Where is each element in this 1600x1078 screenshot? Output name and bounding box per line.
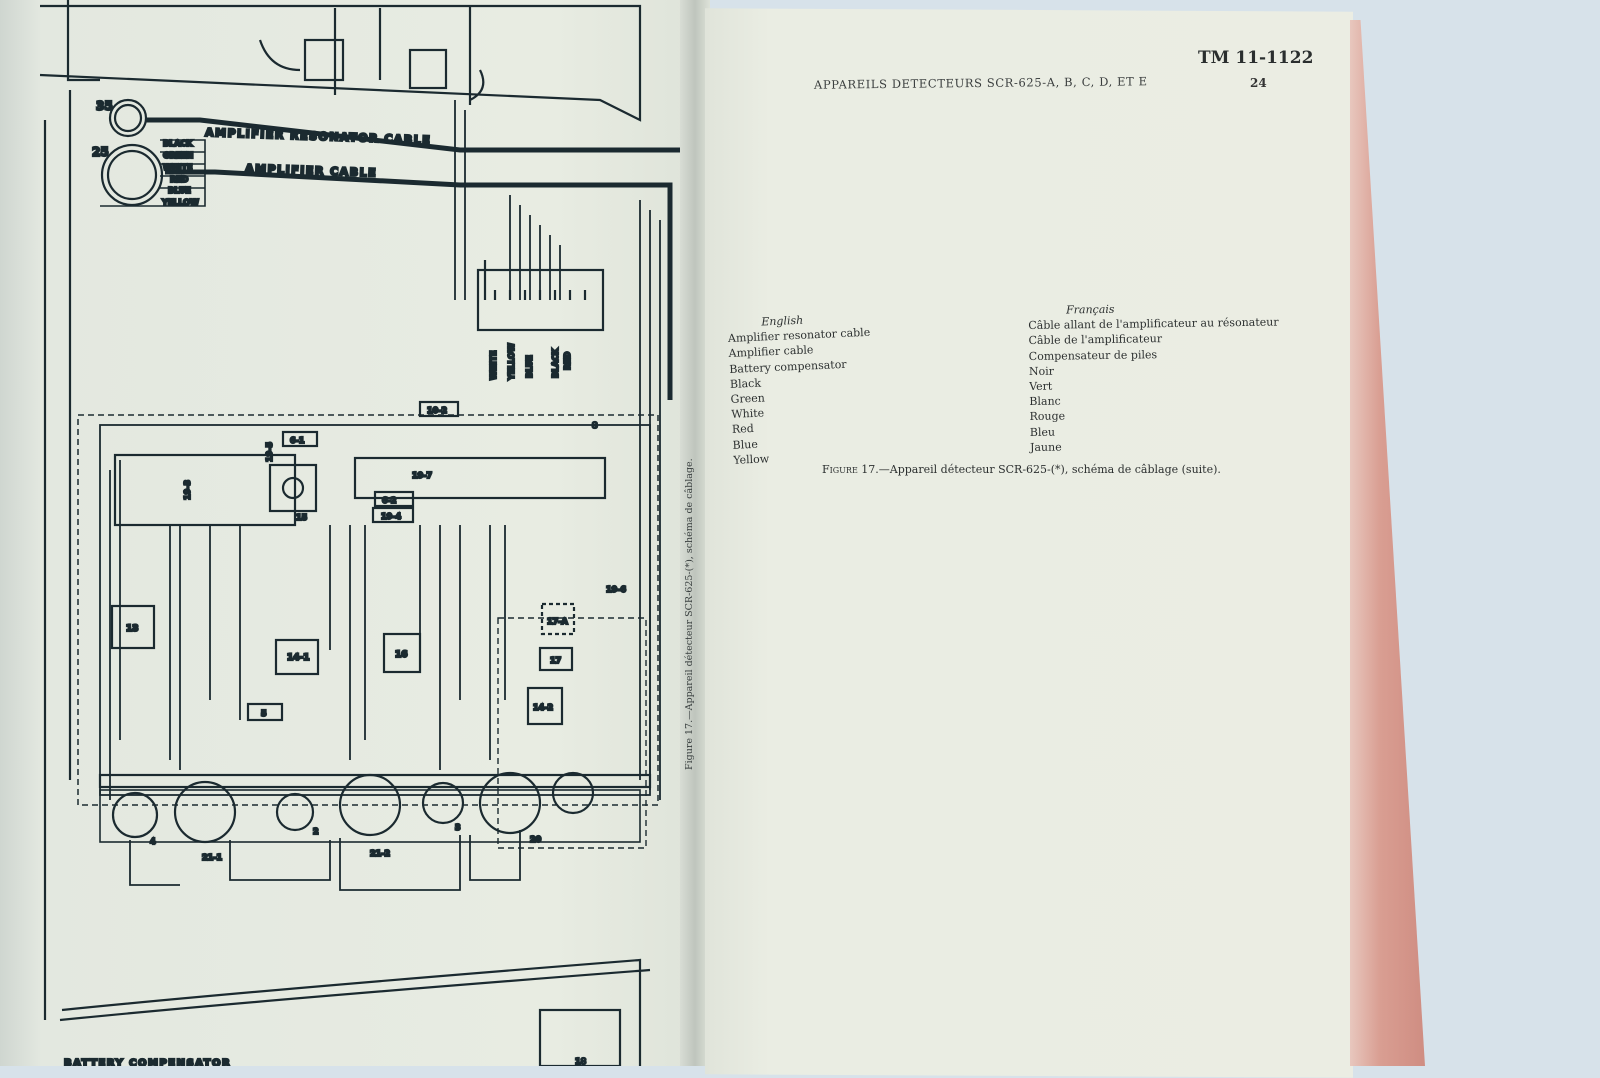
part-14-1-box bbox=[274, 638, 320, 676]
part-label: 10-2 bbox=[427, 406, 447, 415]
part-16-box bbox=[382, 632, 422, 674]
amplifier-cable bbox=[165, 169, 673, 400]
wire-label: BLACK bbox=[551, 348, 560, 378]
figure-label: Figure 17. bbox=[822, 463, 879, 476]
label-amplifier-cable: AMPLIFIER CABLE bbox=[245, 162, 377, 180]
wiring-schematic: 35 25 BLACK GREEN WHITE RED BLUE YELLOW … bbox=[39, 0, 680, 1066]
wire-label: BLUE bbox=[168, 186, 191, 195]
part-label: 19-6 bbox=[606, 585, 626, 594]
connector-25 bbox=[100, 143, 164, 207]
part-label: 21-1 bbox=[202, 853, 222, 862]
wire-label: RED bbox=[563, 351, 572, 370]
wire-label: GREEN bbox=[163, 151, 193, 160]
wire-label: WHITE bbox=[163, 163, 192, 172]
wire-label: BLACK bbox=[163, 139, 193, 148]
part-13-box bbox=[110, 604, 156, 650]
part-label: 5 bbox=[261, 709, 267, 718]
tube-socket bbox=[551, 771, 595, 815]
figure-caption-text: —Appareil détecteur SCR-625-(*), schéma … bbox=[878, 463, 1221, 476]
part-label: 19-7 bbox=[412, 471, 432, 480]
wire-label: RED bbox=[170, 175, 189, 184]
terminal-strip-main bbox=[353, 456, 607, 500]
tube-socket-21-2 bbox=[338, 773, 402, 837]
wire-label: YELLOW bbox=[507, 343, 516, 381]
figure-caption: Figure 17.—Appareil détecteur SCR-625-(*… bbox=[822, 463, 1221, 476]
wire-label: WHITE bbox=[489, 351, 498, 380]
tube-socket-21-1 bbox=[173, 780, 237, 844]
part-label: 3 bbox=[455, 823, 461, 832]
part-label: 8 bbox=[592, 421, 598, 430]
part-label: 17-A bbox=[547, 617, 568, 626]
part-label: 16 bbox=[395, 650, 408, 660]
document-number: TM 11-1122 bbox=[1198, 48, 1314, 68]
part-label: 15 bbox=[296, 513, 308, 522]
part-label: 17 bbox=[550, 656, 561, 665]
wire-label: BLUE bbox=[525, 355, 534, 378]
tube-socket-20 bbox=[478, 771, 542, 835]
top-enclosure bbox=[39, 0, 642, 122]
part-label: 19-5 bbox=[265, 442, 274, 462]
legend-english-column: English Amplifier resonator cable Amplif… bbox=[727, 310, 876, 468]
part-label: 19-4 bbox=[381, 512, 401, 521]
part-label: 18 bbox=[575, 1057, 587, 1066]
part-label: 21-2 bbox=[370, 849, 390, 858]
page-edges bbox=[1350, 20, 1425, 1066]
terminal-strip-upper bbox=[476, 268, 605, 332]
part-label: 6-1 bbox=[290, 436, 305, 445]
part-label: 13 bbox=[126, 624, 139, 634]
part-label: 20 bbox=[530, 835, 542, 844]
wire-label: YELLOW bbox=[161, 198, 199, 207]
label-25: 25 bbox=[92, 145, 109, 159]
label-battery-compensator: BATTERY COMPENSATOR bbox=[64, 1058, 231, 1066]
label-35: 35 bbox=[96, 99, 113, 113]
part-label: 4 bbox=[150, 837, 156, 846]
part-label: 19-3 bbox=[183, 480, 192, 500]
part-label: 6-2 bbox=[382, 496, 396, 505]
tube-socket-3 bbox=[421, 781, 465, 825]
right-page bbox=[705, 8, 1353, 1078]
page-number: 24 bbox=[1250, 76, 1267, 90]
tube-socket-2 bbox=[275, 792, 315, 832]
part-label: 14-1 bbox=[287, 653, 310, 663]
label-amplifier-resonator-cable: AMPLIFIER RESONATOR CABLE bbox=[205, 126, 432, 147]
amplifier-resonator-cable bbox=[145, 117, 680, 153]
part-label: 2 bbox=[313, 827, 319, 836]
vertical-figure-caption: Figure 17.—Appareil détecteur SCR-625-(*… bbox=[684, 458, 695, 770]
part-label: 14-2 bbox=[533, 703, 553, 712]
tube-socket-4 bbox=[111, 791, 159, 839]
legend-french-column: Français Câble allant de l'amplificateur… bbox=[1028, 300, 1280, 456]
